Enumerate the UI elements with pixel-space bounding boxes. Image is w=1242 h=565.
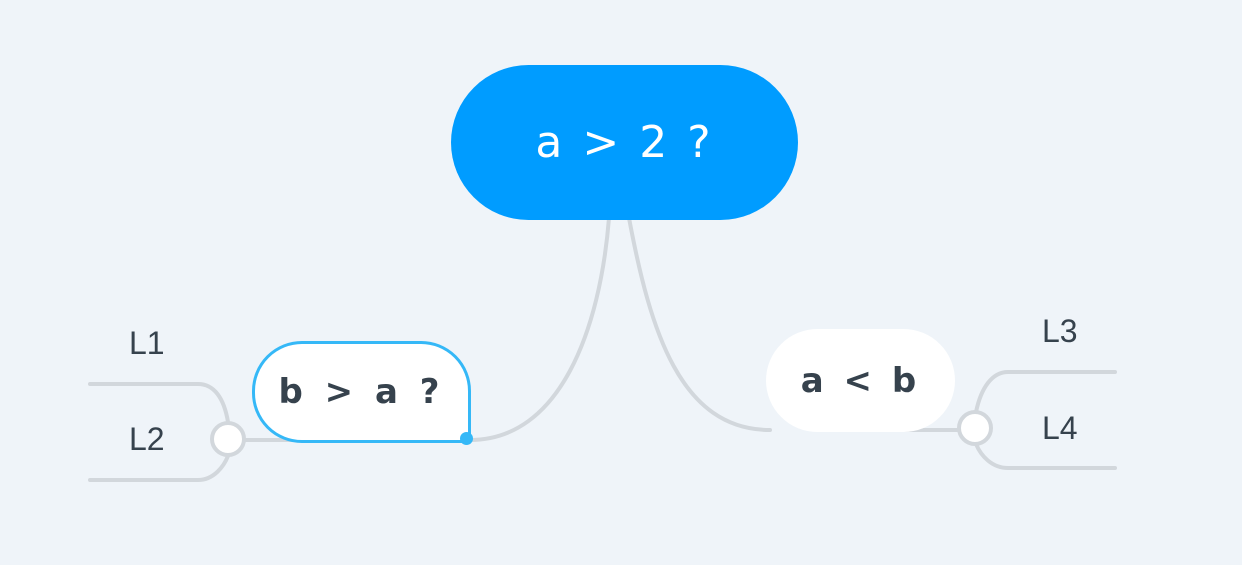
connector-root-to-right-branch [627,216,772,432]
collapse-toggle-right[interactable] [957,410,993,446]
branch-node-a-lt-b[interactable]: a < b [766,329,955,432]
leaf-node-l4[interactable]: L4 [1042,410,1078,446]
leaf-node-l3[interactable]: L3 [1042,313,1078,349]
selection-handle[interactable] [460,432,473,445]
branch-node-b-gt-a[interactable]: b > a ? [252,341,471,443]
connector-to-leaf-L4 [974,442,1117,470]
connector-to-leaf-L1 [88,382,230,424]
leaf-node-l2[interactable]: L2 [129,421,165,457]
leaf-node-l1[interactable]: L1 [129,325,165,361]
connector-to-leaf-L2 [88,454,230,482]
connector-to-leaf-L3 [974,370,1117,414]
collapse-toggle-left[interactable] [210,421,246,457]
root-node[interactable]: a > 2 ? [451,65,798,220]
connector-root-to-left-branch [468,216,611,442]
